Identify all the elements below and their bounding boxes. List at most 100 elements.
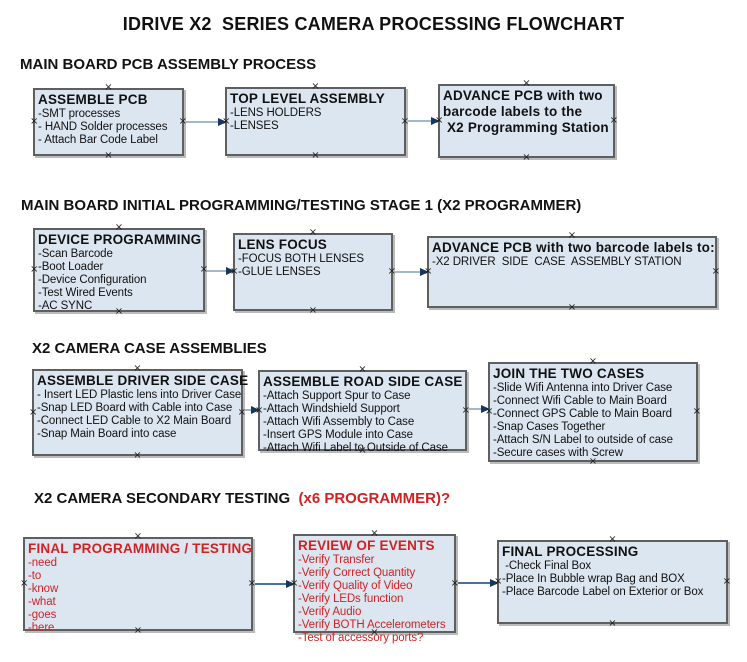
section-heading-black-part: X2 CAMERA SECONDARY TESTING — [34, 490, 295, 507]
box-line: -X2 DRIVER SIDE CASE ASSEMBLY STATION — [432, 256, 682, 268]
box-line: -Boot Loader — [38, 261, 104, 273]
box-line: -AC SYNC — [38, 300, 93, 312]
flowbox-final-programming-testing[interactable]: FINAL PROGRAMMING / TESTING -need-to-kno… — [20, 532, 256, 636]
box-body: -LENS HOLDERS-LENSES — [227, 107, 404, 133]
box-line: -Attach Windshield Support — [263, 403, 400, 415]
box-line: -Check Final Box — [502, 560, 592, 572]
box-line: -Slide Wifi Antenna into Driver Case — [493, 382, 673, 394]
box-line: -Attach Wifi Assembly to Case — [263, 416, 415, 428]
box-body: -SMT processes- HAND Solder processes- A… — [35, 108, 182, 147]
box-line: -Verify BOTH Accelerometers — [298, 619, 446, 631]
connector-handle-icon: × — [133, 450, 142, 461]
box-title: DEVICE PROGRAMMING — [38, 232, 202, 247]
box-body: -Verify Transfer-Verify Correct Quantity… — [295, 554, 454, 645]
section-heading-case-assemblies: X2 CAMERA CASE ASSEMBLIES — [32, 340, 267, 357]
flowbox-assemble-pcb[interactable]: ASSEMBLE PCB -SMT processes- HAND Solder… — [30, 83, 187, 161]
box-line: -Insert GPS Module into Case — [263, 429, 413, 441]
box-line: -Snap LED Board with Cable into Case — [37, 402, 233, 414]
box-line: -LENSES — [230, 120, 279, 132]
box-line: -Connect GPS Cable to Main Board — [493, 408, 672, 420]
connector-arrow-icon[interactable] — [395, 268, 429, 276]
connector-arrow-icon[interactable] — [186, 118, 227, 126]
box-line: -Place In Bubble wrap Bag and BOX — [502, 573, 685, 585]
box-line: -LENS HOLDERS — [230, 107, 322, 119]
flowbox-assemble-road-side-case[interactable]: ASSEMBLE ROAD SIDE CASE -Attach Support … — [255, 365, 470, 456]
box-line: -Attach S/N Label to outside of case — [493, 434, 673, 446]
box-title: ASSEMBLE ROAD SIDE CASE — [263, 374, 463, 389]
box-title: FINAL PROGRAMMING / TESTING — [28, 541, 253, 556]
box-title: ADVANCE PCB with two — [443, 88, 603, 103]
box-title: ASSEMBLE PCB — [38, 92, 148, 107]
box-body: -need-to-know-what-goes-here — [25, 557, 251, 635]
box-line: X2 Programming Station — [443, 120, 609, 135]
box-line: -here — [28, 622, 55, 634]
box-line: -Verify Audio — [298, 606, 362, 618]
flowbox-assemble-driver-side-case[interactable]: ASSEMBLE DRIVER SIDE CASE - Insert LED P… — [29, 364, 249, 461]
box-title: LENS FOCUS — [238, 237, 328, 252]
box-body: -Check Final Box-Place In Bubble wrap Ba… — [499, 560, 726, 599]
box-line: -FOCUS BOTH LENSES — [238, 253, 364, 265]
box-line: -Test Wired Events — [38, 287, 133, 299]
box-line: -Verify LEDs function — [298, 593, 404, 605]
flowbox-advance-pcb-programming-station[interactable]: ADVANCE PCB with two barcode labels to t… — [435, 79, 618, 163]
box-line: -Connect LED Cable to X2 Main Board — [37, 415, 232, 427]
connector-handle-icon: × — [608, 618, 617, 629]
box-title: JOIN THE TWO CASES — [493, 366, 645, 381]
connector-handle-icon: × — [104, 150, 113, 161]
box-line: - Attach Bar Code Label — [38, 134, 158, 146]
connector-handle-icon: × — [311, 150, 320, 161]
connector-arrow-icon[interactable] — [207, 267, 235, 275]
box-line: -GLUE LENSES — [238, 266, 321, 278]
connector-arrow-icon[interactable] — [458, 579, 499, 587]
box-line: -need — [28, 557, 57, 569]
flowbox-advance-pcb-case-station[interactable]: ADVANCE PCB with two barcode labels to: … — [424, 231, 720, 313]
box-title: FINAL PROCESSING — [502, 544, 639, 559]
box-body: -FOCUS BOTH LENSES-GLUE LENSES — [235, 253, 391, 279]
flowbox-lens-focus[interactable]: LENS FOCUS -FOCUS BOTH LENSES-GLUE LENSE… — [230, 228, 396, 316]
box-title: REVIEW OF EVENTS — [298, 538, 435, 553]
box-line: -Verify Transfer — [298, 554, 375, 566]
connector-handle-icon: × — [567, 302, 577, 313]
box-line: -Attach Support Spur to Case — [263, 390, 411, 402]
section-heading-initial-programming: MAIN BOARD INITIAL PROGRAMMING/TESTING S… — [21, 197, 582, 214]
box-title: TOP LEVEL ASSEMBLY — [230, 91, 385, 106]
box-line: -Place Barcode Label on Exterior or Box — [502, 586, 704, 598]
box-line: -Attach Wifi Label to Outside of Case — [263, 442, 448, 454]
box-line: -Connect Wifi Cable to Main Board — [493, 395, 667, 407]
flowbox-review-of-events[interactable]: REVIEW OF EVENTS -Verify Transfer-Verify… — [290, 529, 459, 645]
connector-arrow-icon[interactable] — [408, 117, 440, 125]
section-heading-red-part: (x6 PROGRAMMER)? — [294, 490, 451, 507]
connector-arrow-icon[interactable] — [245, 406, 260, 414]
page-title: IDRIVE X2 SERIES CAMERA PROCESSING FLOWC… — [122, 14, 625, 34]
section-heading-pcb-assembly: MAIN BOARD PCB ASSEMBLY PROCESS — [20, 56, 317, 73]
section-heading-secondary-testing: X2 CAMERA SECONDARY TESTING (x6 PROGRAMM… — [34, 490, 450, 507]
flowbox-device-programming[interactable]: DEVICE PROGRAMMING -Scan Barcode-Boot Lo… — [30, 223, 208, 317]
box-line: - Insert LED Plastic lens into Driver Ca… — [37, 389, 242, 401]
box-title: ASSEMBLE DRIVER SIDE CASE — [37, 373, 249, 388]
box-line: -to — [28, 570, 42, 582]
box-line: -Secure cases with Screw — [493, 447, 623, 459]
flowbox-join-the-two-cases[interactable]: JOIN THE TWO CASES -Slide Wifi Antenna i… — [485, 357, 701, 467]
box-body: -Scan Barcode-Boot Loader-Device Configu… — [35, 248, 203, 313]
flowbox-top-level-assembly[interactable]: TOP LEVEL ASSEMBLY -LENS HOLDERS-LENSES … — [222, 82, 409, 161]
box-body: - Insert LED Plastic lens into Driver Ca… — [34, 389, 241, 441]
box-line: -Snap Main Board into case — [37, 428, 177, 440]
box-body: -Slide Wifi Antenna into Driver Case-Con… — [490, 382, 696, 460]
box-body: barcode labels to the X2 Programming Sta… — [440, 104, 613, 136]
box-line: -SMT processes — [38, 108, 121, 120]
connector-handle-icon: × — [522, 152, 531, 163]
connector-handle-icon: × — [308, 305, 318, 316]
box-line: -goes — [28, 609, 57, 621]
box-line: -Device Configuration — [38, 274, 147, 286]
box-line: barcode labels to the — [443, 104, 583, 119]
connector-arrow-icon[interactable] — [255, 580, 295, 588]
box-line: -Test of accessory ports? — [298, 632, 424, 644]
connector-arrow-icon[interactable] — [469, 405, 490, 413]
flowbox-final-processing[interactable]: FINAL PROCESSING -Check Final Box-Place … — [494, 535, 731, 629]
box-line: -know — [28, 583, 59, 595]
box-line: -what — [28, 596, 56, 608]
box-title: ADVANCE PCB with two barcode labels to: — [432, 240, 715, 255]
box-line: - HAND Solder processes — [38, 121, 168, 133]
box-line: -Verify Quality of Video — [298, 580, 413, 592]
